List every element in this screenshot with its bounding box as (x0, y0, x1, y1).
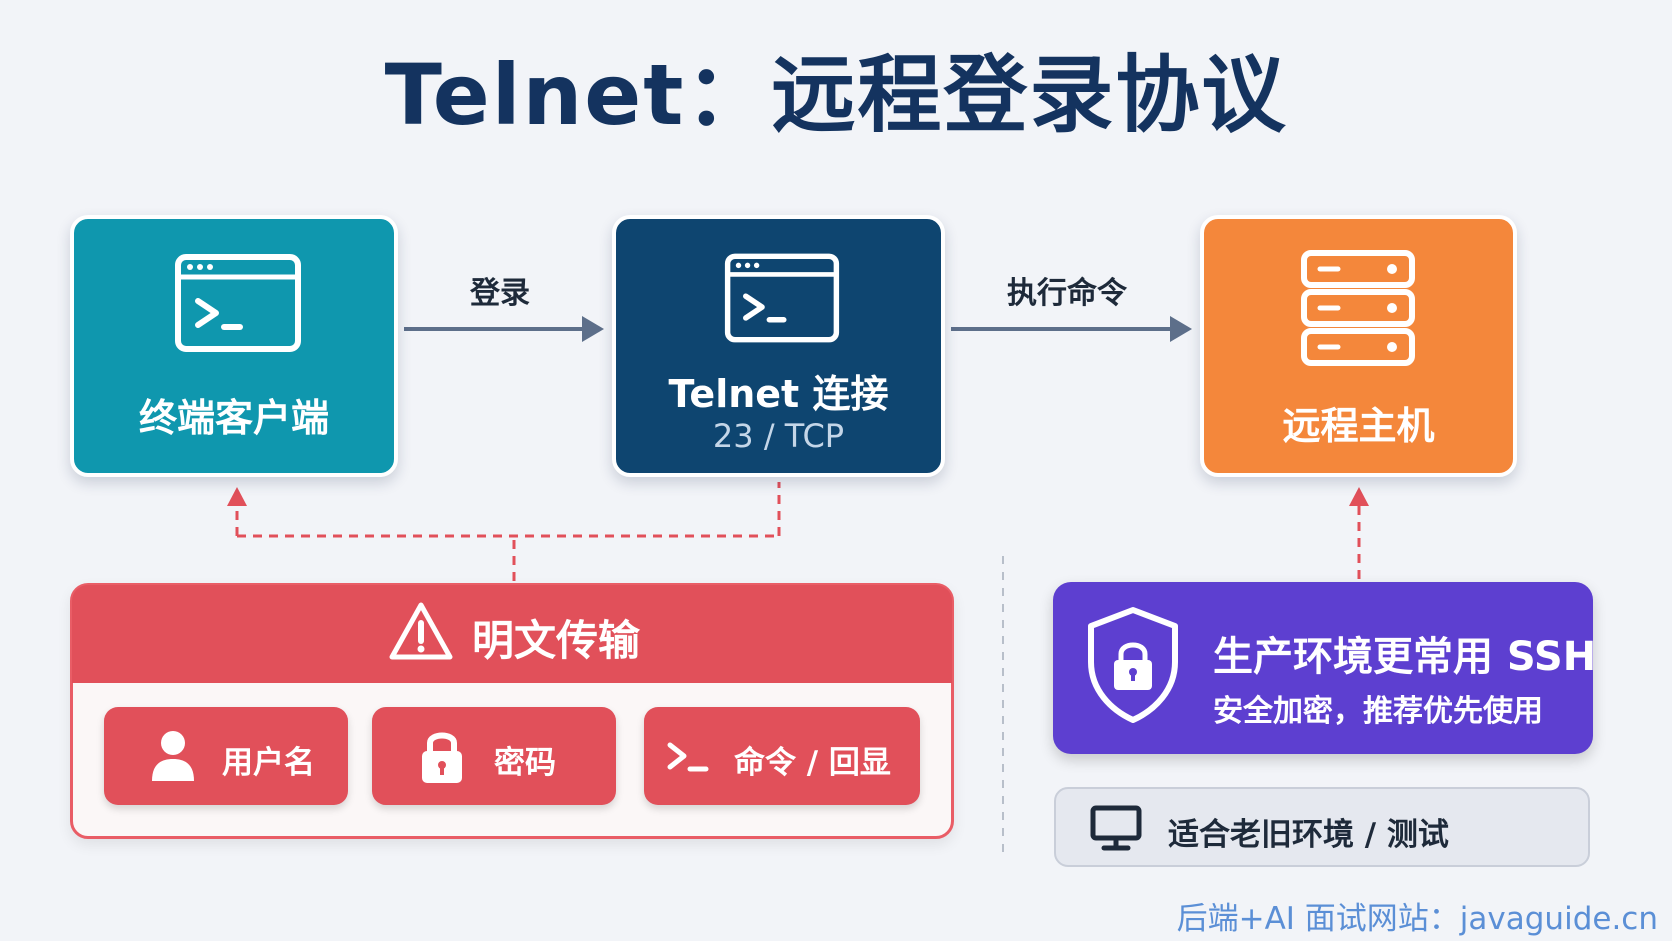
execute-label: 执行命令 (1007, 276, 1127, 311)
plaintext-dashed-connector (235, 482, 781, 581)
user-icon (152, 731, 194, 781)
login-arrow-head (582, 316, 604, 342)
host-node: 远程主机 (1200, 215, 1517, 477)
chip-password: 密码 (372, 707, 616, 805)
monitor-icon (1090, 805, 1142, 851)
login-label: 登录 (470, 276, 530, 311)
page-title: Telnet：远程登录协议 (384, 46, 1288, 144)
client-label: 终端客户端 (138, 396, 329, 440)
chip-username: 用户名 (104, 707, 348, 805)
chip-username-label: 用户名 (222, 745, 315, 781)
warning-triangle-icon (389, 602, 453, 660)
legacy-label: 适合老旧环境 / 测试 (1168, 817, 1449, 853)
chip-password-label: 密码 (494, 745, 556, 781)
terminal-window-icon (724, 253, 840, 343)
lock-icon (422, 732, 462, 783)
client-node: 终端客户端 (70, 215, 398, 477)
chip-command-label: 命令 / 回显 (734, 745, 891, 781)
ssh-title: 生产环境更常用 SSH (1213, 634, 1597, 680)
server-rack-icon (1301, 250, 1415, 366)
watermark: 后端+AI 面试网站：javaguide.cn (1176, 901, 1658, 937)
plaintext-header: 明文传输 (72, 585, 952, 683)
terminal-window-icon (175, 254, 301, 352)
ssh-subtitle: 安全加密，推荐优先使用 (1213, 694, 1543, 729)
execute-arrow-head (1170, 316, 1192, 342)
telnet-label: Telnet 连接 (668, 372, 889, 416)
legacy-card: 适合老旧环境 / 测试 (1054, 787, 1590, 867)
chip-command: 命令 / 回显 (644, 707, 920, 805)
ssh-card: 生产环境更常用 SSH 安全加密，推荐优先使用 (1053, 582, 1597, 754)
plaintext-title: 明文传输 (472, 616, 641, 665)
shield-lock-icon (1088, 607, 1178, 723)
prompt-icon (667, 742, 709, 772)
telnet-node: Telnet 连接 23 / TCP (612, 215, 945, 477)
telnet-port: 23 / TCP (712, 417, 845, 455)
host-label: 远程主机 (1282, 404, 1435, 448)
plaintext-arrow-head (227, 487, 247, 506)
ssh-arrow-head (1349, 487, 1369, 506)
